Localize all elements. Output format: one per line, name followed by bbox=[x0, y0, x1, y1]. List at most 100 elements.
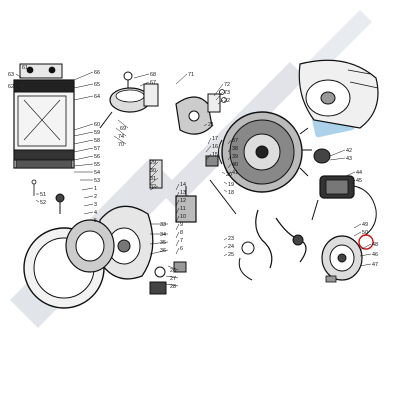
callout-48: 48 bbox=[372, 242, 378, 248]
callout-51: 51 bbox=[40, 192, 46, 198]
leader-line-24 bbox=[223, 245, 228, 249]
leader-line-42 bbox=[329, 149, 346, 157]
crankcase-cover bbox=[99, 205, 154, 280]
leader-line-31 bbox=[149, 177, 159, 185]
callout-3: 3 bbox=[94, 202, 97, 208]
callout-36: 36 bbox=[160, 248, 166, 254]
leader-line-22 bbox=[217, 99, 224, 105]
leader-line-37 bbox=[227, 139, 232, 145]
callout-57: 57 bbox=[94, 146, 100, 152]
leader-line-61 bbox=[29, 66, 33, 73]
callout-16: 16 bbox=[212, 144, 218, 150]
leader-line-71 bbox=[175, 73, 188, 85]
callout-61: 61 bbox=[22, 65, 28, 71]
callout-23: 23 bbox=[228, 236, 234, 242]
leader-line-8 bbox=[175, 231, 180, 239]
leader-line-39 bbox=[227, 155, 232, 161]
leader-line-50 bbox=[353, 231, 362, 237]
leader-line-28 bbox=[165, 283, 179, 287]
callout-39: 39 bbox=[232, 154, 238, 160]
callout-68: 68 bbox=[150, 72, 156, 78]
leader-line-21 bbox=[203, 123, 208, 127]
callout-22: 22 bbox=[224, 98, 230, 104]
callout-65: 65 bbox=[94, 82, 100, 88]
callout-44: 44 bbox=[356, 170, 362, 176]
leader-line-46 bbox=[359, 253, 372, 257]
leader-line-19 bbox=[223, 181, 228, 185]
ignition-coil bbox=[311, 148, 377, 237]
leader-line-26 bbox=[167, 265, 179, 271]
callout-35: 35 bbox=[160, 240, 166, 246]
leader-line-23 bbox=[223, 237, 228, 241]
callout-50: 50 bbox=[362, 230, 368, 236]
callout-26: 26 bbox=[170, 268, 176, 274]
callout-54: 54 bbox=[94, 170, 100, 176]
callout-52: 52 bbox=[40, 200, 46, 206]
leader-line-65 bbox=[73, 83, 94, 89]
leader-line-58 bbox=[73, 139, 94, 145]
callout-45: 45 bbox=[356, 178, 362, 184]
leader-line-6 bbox=[175, 247, 180, 255]
leader-line-56 bbox=[73, 155, 94, 161]
callout-2: 2 bbox=[94, 194, 97, 200]
leader-line-57 bbox=[73, 147, 94, 153]
leader-line-36 bbox=[149, 249, 169, 255]
callout-42: 42 bbox=[346, 148, 352, 154]
stator-plate bbox=[321, 235, 363, 283]
leader-line-60 bbox=[73, 123, 94, 131]
callout-72: 72 bbox=[224, 82, 230, 88]
callout-14: 14 bbox=[180, 182, 186, 188]
leader-line-11 bbox=[175, 207, 180, 215]
callout-40: 40 bbox=[232, 162, 238, 168]
callout-38: 38 bbox=[232, 146, 238, 152]
callout-47: 47 bbox=[372, 262, 378, 268]
leader-line-63 bbox=[15, 73, 23, 79]
callout-13: 13 bbox=[180, 190, 186, 196]
leader-line-29 bbox=[149, 161, 159, 171]
leader-line-48 bbox=[359, 243, 372, 251]
wiring-loom bbox=[238, 209, 307, 281]
callout-56: 56 bbox=[94, 154, 100, 160]
callout-7: 7 bbox=[180, 238, 183, 244]
callout-25: 25 bbox=[228, 252, 234, 258]
callout-labels: 6362616665646059585756555453123456867697… bbox=[8, 65, 378, 290]
leader-line-44 bbox=[345, 171, 356, 177]
callout-70: 70 bbox=[118, 142, 124, 148]
leader-line-47 bbox=[359, 263, 372, 267]
callout-69: 69 bbox=[120, 126, 126, 132]
callout-33: 33 bbox=[160, 222, 166, 228]
leader-line-41 bbox=[227, 171, 232, 177]
leader-line-74 bbox=[115, 127, 127, 137]
callout-62: 62 bbox=[8, 84, 14, 90]
leader-line-66 bbox=[73, 71, 94, 81]
leader-line-40 bbox=[227, 163, 232, 169]
leader-line-1 bbox=[81, 187, 94, 191]
highlight-circle bbox=[358, 234, 374, 250]
leader-line-38 bbox=[227, 147, 232, 153]
leader-line-32 bbox=[149, 185, 159, 191]
leader-line-55 bbox=[73, 163, 94, 167]
callout-19: 19 bbox=[228, 182, 234, 188]
callout-66: 66 bbox=[94, 70, 100, 76]
leader-line-59 bbox=[73, 131, 94, 137]
callout-67: 67 bbox=[150, 80, 156, 86]
callout-64: 64 bbox=[94, 94, 100, 100]
leader-line-14 bbox=[175, 183, 180, 191]
callout-74: 74 bbox=[118, 134, 124, 140]
callout-5: 5 bbox=[94, 218, 97, 224]
leader-line-69 bbox=[117, 119, 129, 129]
callout-24: 24 bbox=[228, 244, 234, 250]
callout-10: 10 bbox=[180, 214, 186, 220]
callout-17: 17 bbox=[212, 136, 218, 142]
callout-31: 31 bbox=[150, 176, 156, 182]
leader-line-12 bbox=[175, 199, 180, 207]
callout-43: 43 bbox=[346, 156, 352, 162]
leader-line-27 bbox=[165, 275, 179, 279]
callout-29: 29 bbox=[150, 160, 156, 166]
alternator-housing bbox=[23, 193, 115, 309]
leader-line-9 bbox=[175, 223, 180, 231]
leader-line-7 bbox=[175, 239, 180, 247]
leader-line-10 bbox=[175, 215, 180, 223]
